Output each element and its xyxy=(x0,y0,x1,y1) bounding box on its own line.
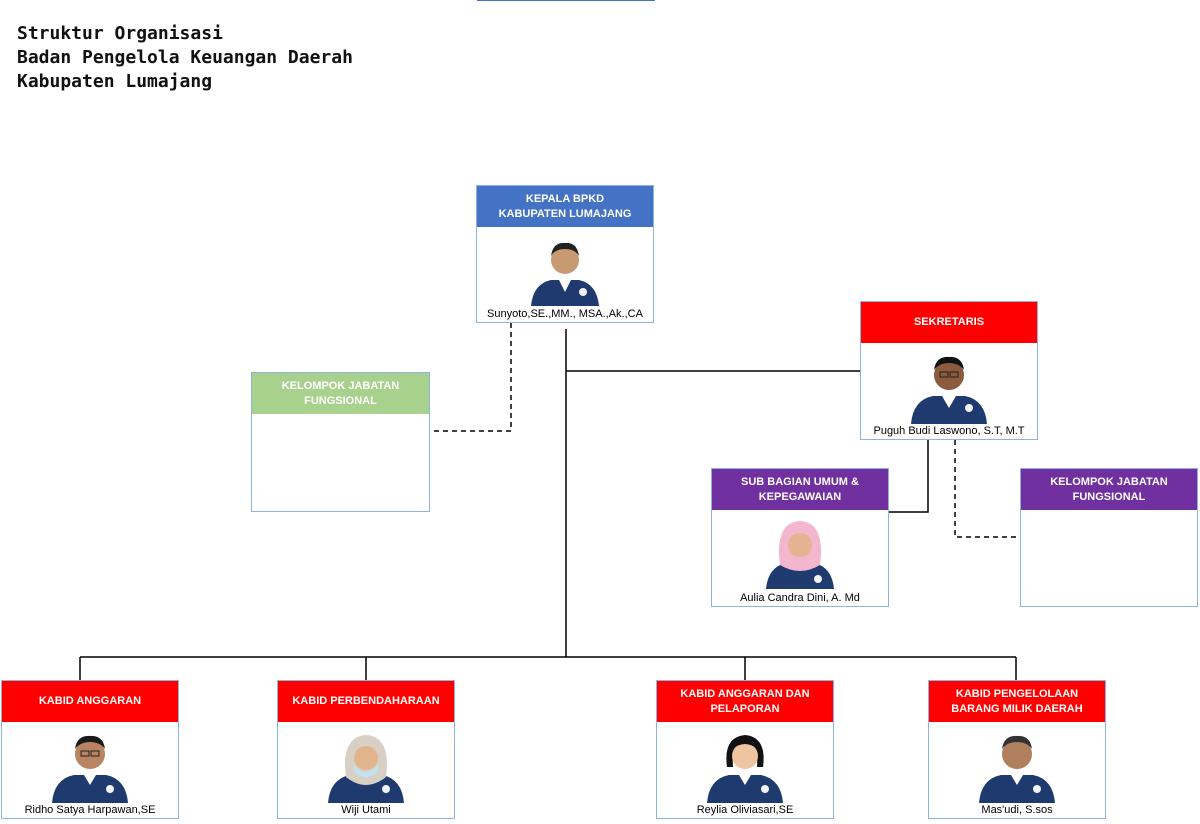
node-fungsional-left-header: KELOMPOK JABATAN FUNGSIONAL xyxy=(252,373,429,414)
node-kabid-perbendaharaan: KABID PERBENDAHARAAN Wiji Utami xyxy=(277,680,455,819)
node-subbag-umum-title-1: SUB BAGIAN UMUM & xyxy=(741,475,859,488)
node-fungsional-right-title-2: FUNGSIONAL xyxy=(1072,490,1146,503)
node-kabid-perbendaharaan-name: Wiji Utami xyxy=(341,804,391,816)
node-sekretaris: SEKRETARIS Puguh Budi Laswono, S.T, M.T xyxy=(860,301,1038,440)
title-line-3: Kabupaten Lumajang xyxy=(17,71,213,92)
title-line-2: Badan Pengelola Keuangan Daerah xyxy=(17,47,353,68)
node-sekretaris-title-1: SEKRETARIS xyxy=(913,316,985,328)
node-fungsional-left-title-1: KELOMPOK JABATAN xyxy=(281,379,400,392)
node-kabid-bmd: KABID PENGELOLAAN BARANG MILIK DAERAH Mas… xyxy=(928,680,1106,819)
node-kabid-pelaporan-title-2: PELAPORAN xyxy=(710,702,780,715)
node-kabid-pelaporan: KABID ANGGARAN DAN PELAPORAN Reylia Olivi… xyxy=(656,680,834,819)
node-kabid-pelaporan-name: Reylia Oliviasari,SE xyxy=(696,804,794,816)
node-kabid-anggaran-title-1: KABID ANGGARAN xyxy=(38,695,142,707)
top-accent-strip xyxy=(477,0,655,1)
node-kepala-title-2: KABUPATEN LUMAJANG xyxy=(498,207,632,220)
node-kabid-perbendaharaan-title-1: KABID PERBENDAHARAAN xyxy=(292,695,440,707)
node-fungsional-right-title-1: KELOMPOK JABATAN xyxy=(1050,475,1168,488)
person-photo-icon xyxy=(979,735,1055,803)
person-photo-icon xyxy=(328,735,404,803)
node-kabid-bmd-name: Mas'udi, S.sos xyxy=(981,804,1053,816)
person-photo-icon xyxy=(911,356,987,424)
person-photo-icon xyxy=(766,521,834,589)
node-kepala-title-1: KEPALA BPKD xyxy=(525,192,605,205)
node-kepala: KEPALA BPKD KABUPATEN LUMAJANG Sunyoto,SE… xyxy=(476,185,654,323)
node-kabid-anggaran: KABID ANGGARAN Ridho Satya Harpawan,SE xyxy=(1,680,179,819)
node-sekretaris-name: Puguh Budi Laswono, S.T, M.T xyxy=(873,425,1025,437)
node-kabid-pelaporan-header: KABID ANGGARAN DAN PELAPORAN xyxy=(657,681,833,722)
person-photo-icon xyxy=(531,242,599,306)
node-kabid-anggaran-header: KABID ANGGARAN xyxy=(2,681,178,722)
node-subbag-umum-header: SUB BAGIAN UMUM & KEPEGAWAIAN xyxy=(712,469,888,510)
person-photo-icon xyxy=(707,735,783,803)
node-kepala-header: KEPALA BPKD KABUPATEN LUMAJANG xyxy=(477,186,653,227)
node-subbag-umum-name: Aulia Candra Dini, A. Md xyxy=(740,592,860,604)
node-kabid-anggaran-name: Ridho Satya Harpawan,SE xyxy=(24,804,156,816)
fungsional-left-link xyxy=(430,323,512,432)
node-subbag-umum-title-2: KEPEGAWAIAN xyxy=(758,490,842,503)
node-kabid-bmd-title-2: BARANG MILIK DAERAH xyxy=(951,702,1083,715)
node-sekretaris-header: SEKRETARIS xyxy=(861,302,1037,343)
node-kabid-pelaporan-title-1: KABID ANGGARAN DAN xyxy=(680,687,810,700)
node-fungsional-right: KELOMPOK JABATAN FUNGSIONAL xyxy=(1020,468,1198,607)
node-kabid-bmd-header: KABID PENGELOLAAN BARANG MILIK DAERAH xyxy=(929,681,1105,722)
person-photo-icon xyxy=(52,735,128,803)
fungsional-right-link xyxy=(954,440,1020,538)
title-line-1: Struktur Organisasi xyxy=(17,23,223,44)
subbag-link xyxy=(888,440,929,513)
node-fungsional-left-title-2: FUNGSIONAL xyxy=(304,394,377,407)
node-kabid-bmd-title-1: KABID PENGELOLAAN xyxy=(955,687,1079,700)
node-kabid-perbendaharaan-header: KABID PERBENDAHARAAN xyxy=(278,681,454,722)
node-fungsional-right-header: KELOMPOK JABATAN FUNGSIONAL xyxy=(1021,469,1197,510)
node-fungsional-left: KELOMPOK JABATAN FUNGSIONAL xyxy=(251,372,430,512)
node-subbag-umum: SUB BAGIAN UMUM & KEPEGAWAIAN Aulia Candr… xyxy=(711,468,889,607)
node-kepala-name: Sunyoto,SE.,MM., MSA.,Ak.,CA xyxy=(487,308,643,320)
